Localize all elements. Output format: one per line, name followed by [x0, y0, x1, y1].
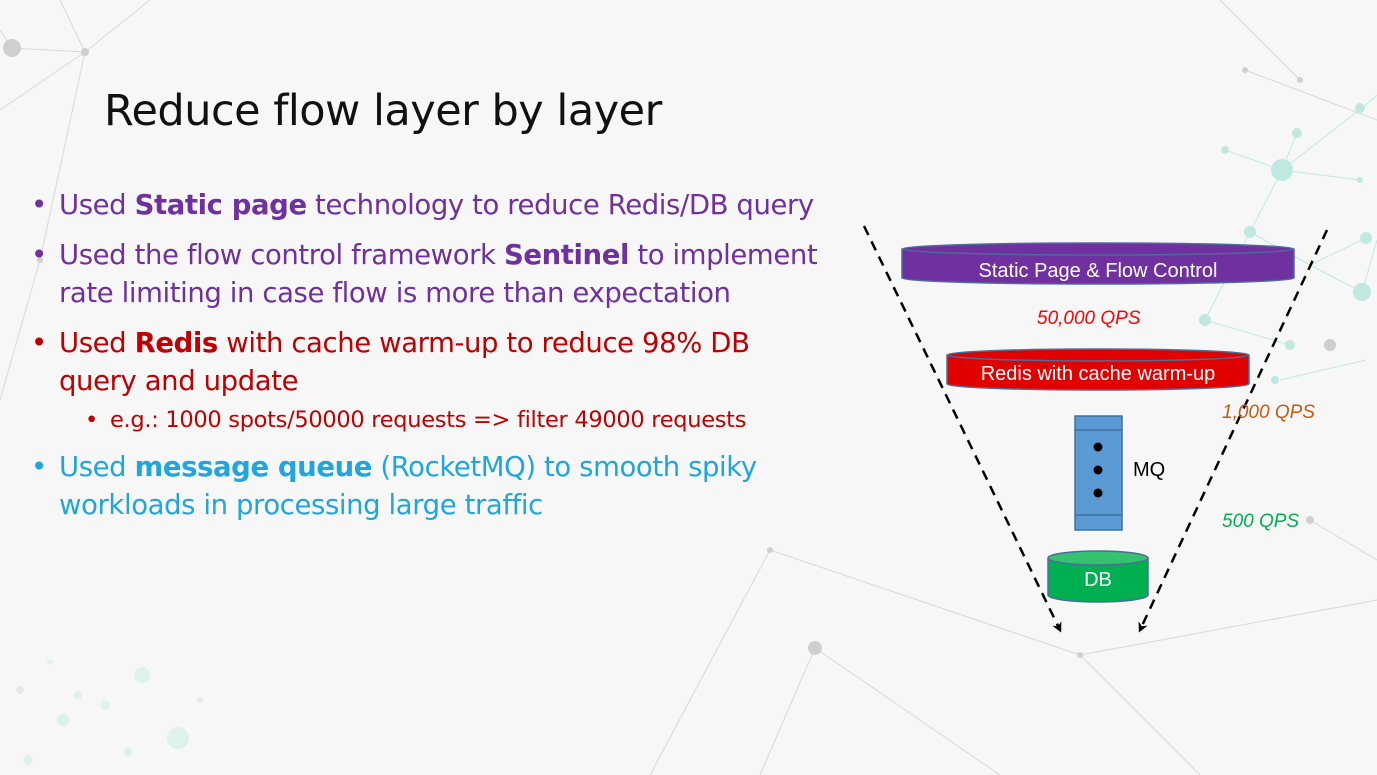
bullet-sentinel: Used the flow control framework Sentinel… — [30, 236, 860, 312]
funnel-right-arrow — [1138, 229, 1329, 633]
sub-bullet-example: e.g.: 1000 spots/50000 requests => filte… — [59, 404, 799, 436]
qps-1000-label: 1,000 QPS — [1222, 402, 1315, 423]
bullet-message-queue: Used message queue (RocketMQ) to smooth … — [30, 448, 819, 524]
db-layer: DB — [1047, 550, 1149, 603]
bullet-keyword: Sentinel — [503, 239, 629, 271]
bullet-text: technology to reduce Redis/DB query — [306, 189, 814, 221]
qps-500-label: 500 QPS — [1222, 511, 1299, 532]
bullet-text: Used — [59, 189, 135, 221]
slide-title: Reduce flow layer by layer — [104, 86, 662, 136]
sub-bullet-list: e.g.: 1000 spots/50000 requests => filte… — [59, 404, 799, 436]
bullet-text: Used — [59, 327, 135, 359]
bullet-list: Used Static page technology to reduce Re… — [30, 186, 860, 536]
bullet-redis: Used Redis with cache warm-up to reduce … — [30, 324, 799, 436]
bullet-static-page: Used Static page technology to reduce Re… — [30, 186, 860, 224]
redis-label: Redis with cache warm-up — [981, 363, 1216, 385]
bullet-text: with cache warm-up to reduce 98% DB quer… — [59, 327, 750, 397]
bullet-text: Used — [59, 451, 135, 483]
funnel-left-arrow — [862, 225, 1062, 633]
bullet-text: Used the flow control framework — [59, 239, 504, 271]
mq-label: MQ — [1133, 459, 1165, 481]
mq-layer: MQ — [1074, 415, 1165, 531]
bullet-text: (RocketMQ) to smooth spiky workloads in … — [59, 451, 757, 521]
static-page-layer: Static Page & Flow Control — [901, 242, 1295, 285]
static-page-label: Static Page & Flow Control — [979, 260, 1218, 282]
bullet-keyword: message queue — [134, 451, 373, 483]
bullet-text: to implement rate limiting in case flow … — [59, 239, 818, 309]
bullet-keyword: Static page — [134, 189, 308, 221]
redis-layer: Redis with cache warm-up — [946, 348, 1250, 391]
db-label: DB — [1084, 569, 1112, 591]
bullet-keyword: Redis — [134, 327, 219, 359]
qps-50000-label: 50,000 QPS — [1037, 308, 1141, 329]
